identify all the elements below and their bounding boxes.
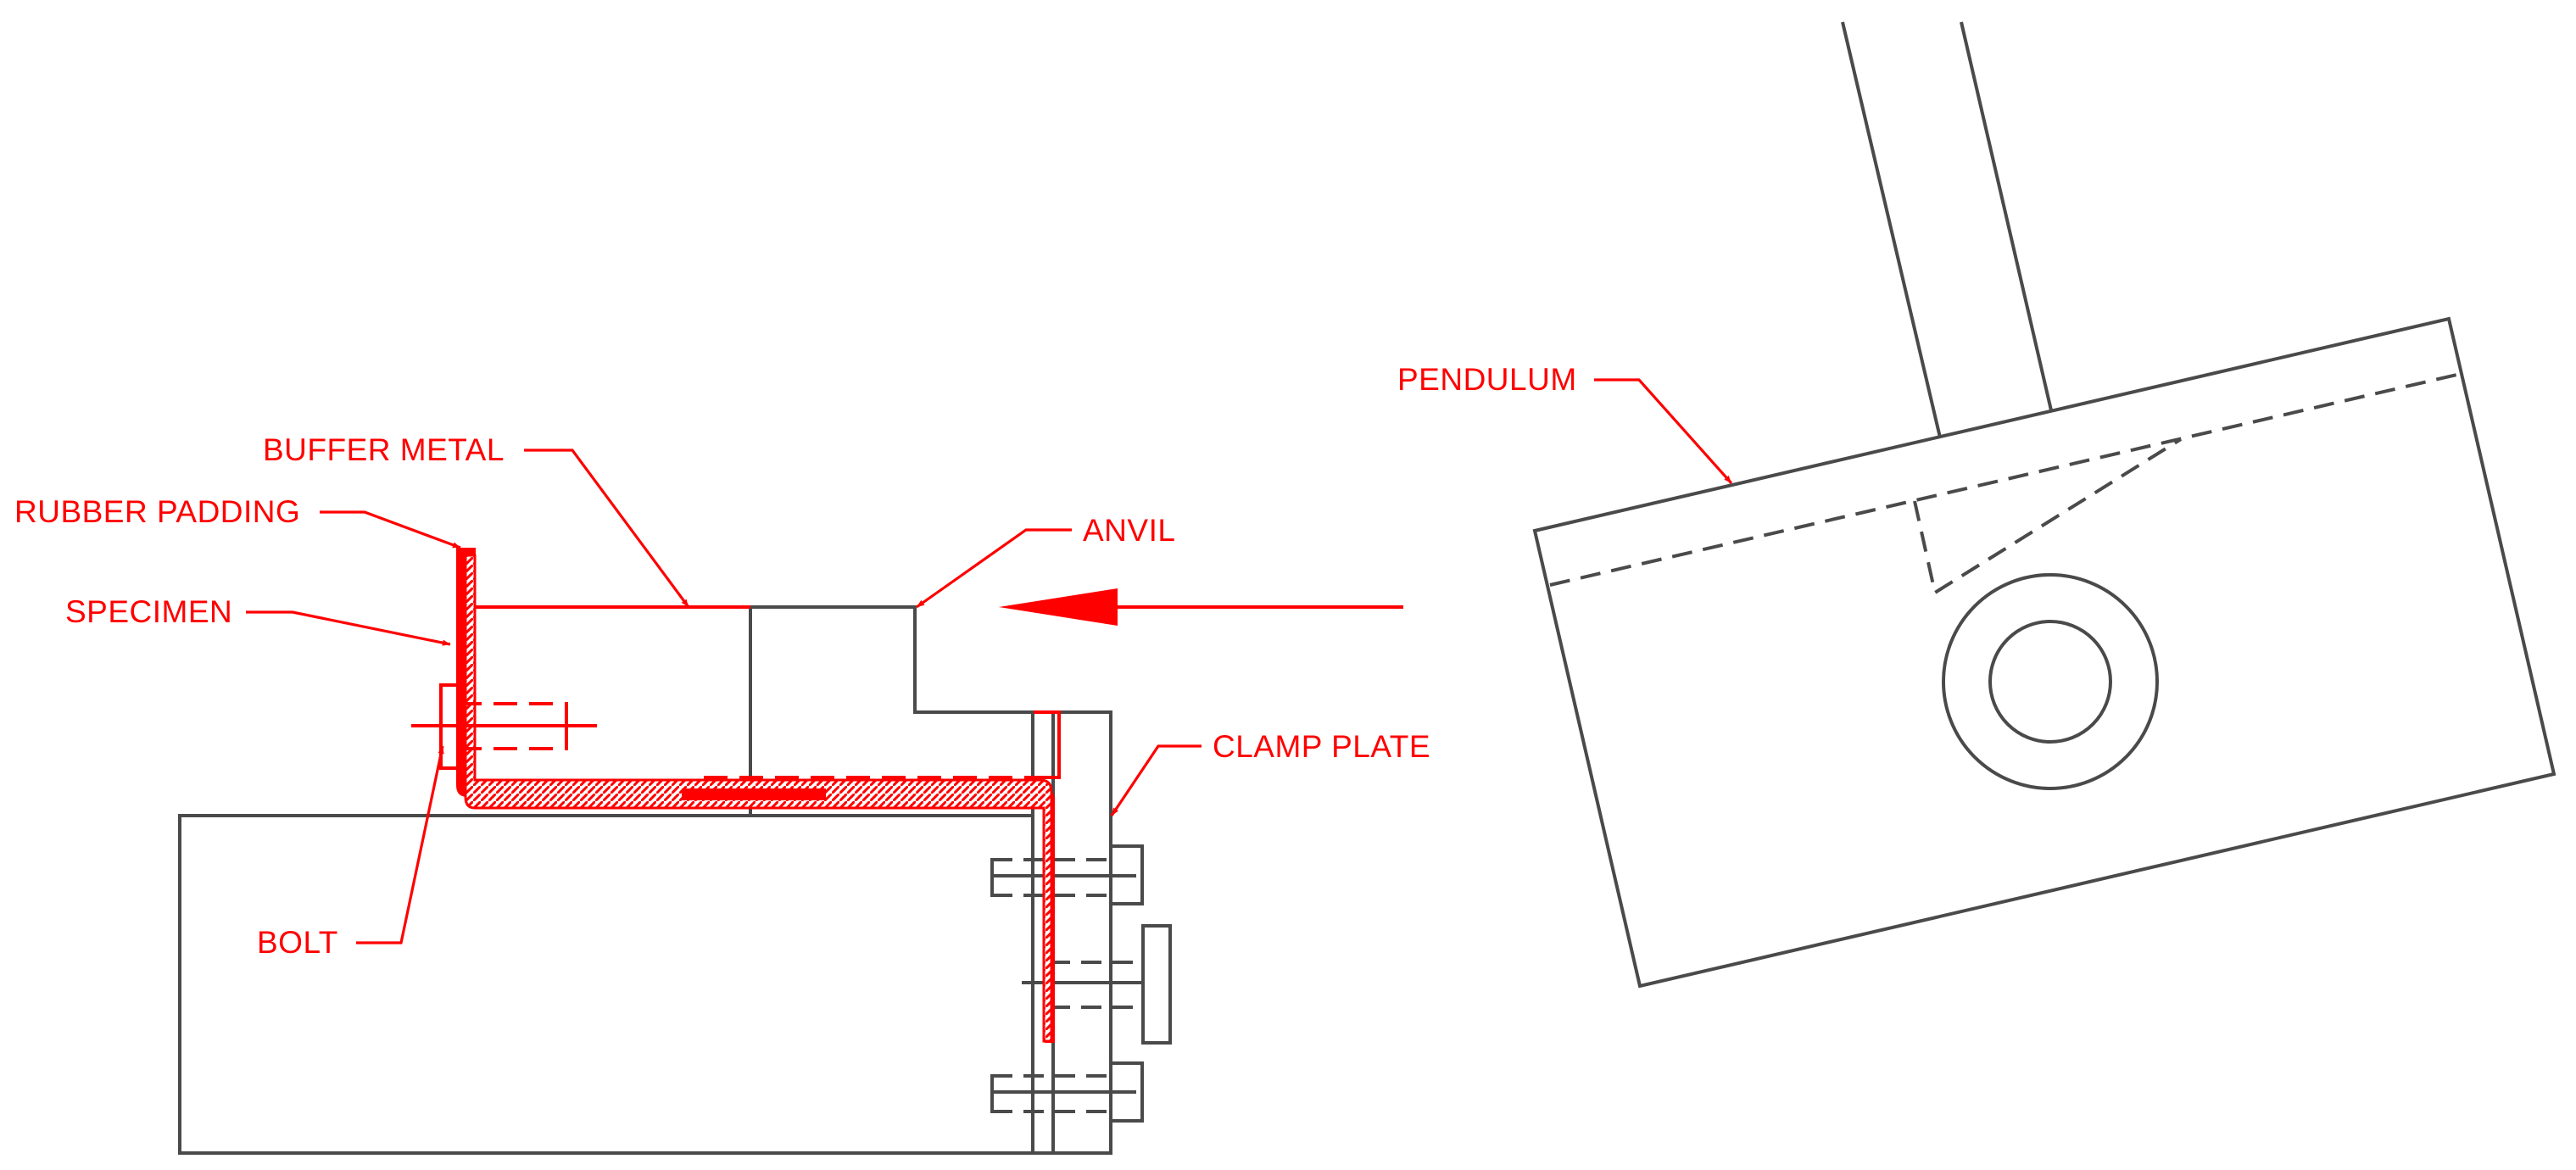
- clamp-plate-label: CLAMP PLATE: [1213, 729, 1430, 764]
- anvil-callout: ANVIL: [916, 513, 1175, 609]
- pendulum-arm-left-edge: [1841, 21, 1942, 438]
- pendulum-pivot-outer: [1942, 573, 2159, 790]
- clamp-bolt-middle: [1022, 924, 1172, 1045]
- pendulum-arm-right-edge: [1960, 21, 2053, 411]
- pendulum: [1532, 21, 2556, 989]
- buffer-metal-label: BUFFER METAL: [263, 432, 505, 467]
- pendulum-head: [1532, 316, 2556, 989]
- clamp-plate: [1031, 710, 1112, 1155]
- buffer-metal-callout: BUFFER METAL: [263, 432, 690, 608]
- specimen-label: SPECIMEN: [65, 594, 232, 629]
- buffer-metal-strip: [682, 788, 826, 800]
- pendulum-hidden-striker: [1913, 437, 2183, 596]
- rubber-padding-label: RUBBER PADDING: [14, 494, 300, 529]
- specimen-callout: SPECIMEN: [65, 594, 451, 646]
- fixture: [178, 548, 1403, 1155]
- bolt-label: BOLT: [257, 925, 338, 960]
- pendulum-label: PENDULUM: [1397, 362, 1577, 397]
- clamp-plate-callout: CLAMP PLATE: [1110, 729, 1430, 816]
- pendulum-pivot-inner: [1988, 620, 2112, 744]
- pendulum-callout: PENDULUM: [1397, 362, 1733, 485]
- anvil-label: ANVIL: [1083, 513, 1175, 548]
- clamp-bolt-lower: [990, 1061, 1144, 1123]
- anvil: [749, 605, 1033, 816]
- specimen-bolt: [411, 683, 597, 770]
- buffer-metal-end: [1034, 710, 1061, 779]
- clamp-bolt-upper: [990, 844, 1144, 905]
- bolt-callout: BOLT: [257, 745, 444, 960]
- pendulum-hidden-edge: [1549, 371, 2465, 587]
- rubber-padding-callout: RUBBER PADDING: [14, 494, 461, 549]
- arrow-left-icon: [999, 588, 1403, 626]
- base-block: [178, 814, 1033, 1155]
